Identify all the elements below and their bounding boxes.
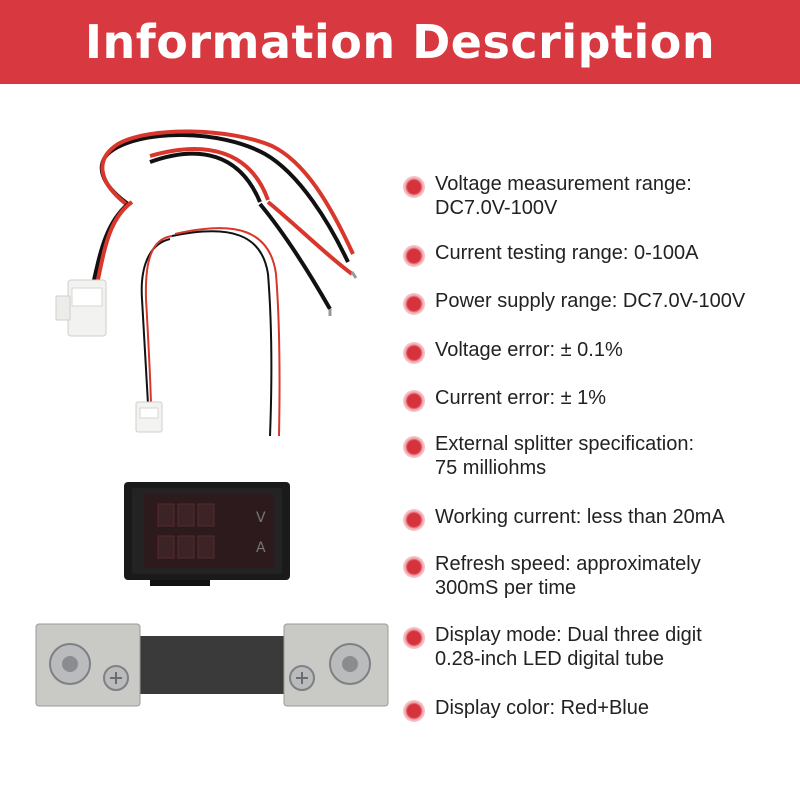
spec-line: 75 milliohms — [435, 457, 547, 479]
product-illustration: V A — [35, 129, 389, 707]
volt-label: V — [256, 510, 266, 526]
spec-text: Display color: Red+Blue — [435, 696, 798, 720]
bullet-icon — [403, 700, 425, 722]
spec-line: Current testing range: 0-100A — [435, 242, 699, 264]
signal-wire-harness-image — [135, 227, 281, 437]
spec-text: Current error: ± 1% — [435, 386, 798, 410]
spec-line: 0.28-inch LED digital tube — [435, 648, 665, 670]
spec-line: Display color: Red+Blue — [435, 697, 649, 719]
bullet-icon — [403, 436, 425, 458]
spec-text: Working current: less than 20mA — [435, 505, 798, 529]
bullet-icon — [403, 390, 425, 412]
spec-text: Power supply range: DC7.0V-100V — [435, 289, 798, 313]
spec-line: Refresh speed: approximately — [435, 553, 701, 575]
spec-line: DC7.0V-100V — [435, 197, 558, 219]
header-banner: Information Description — [0, 0, 800, 84]
bullet-icon — [403, 509, 425, 531]
spec-list: Voltage measurement range:DC7.0V-100V Cur… — [398, 84, 798, 800]
bullet-icon — [403, 293, 425, 315]
product-images: V A — [0, 84, 400, 800]
power-wire-harness-image — [55, 129, 358, 337]
spec-text: Current testing range: 0-100A — [435, 241, 798, 265]
bullet-icon — [403, 627, 425, 649]
spec-text: Voltage error: ± 0.1% — [435, 338, 798, 362]
bullet-icon — [403, 556, 425, 578]
voltmeter-ammeter-display-image: V A — [124, 482, 290, 586]
bullet-icon — [403, 342, 425, 364]
current-shunt-image — [35, 623, 389, 707]
bullet-icon — [403, 245, 425, 267]
spec-line: External splitter specification: — [435, 433, 695, 455]
spec-line: Display mode: Dual three digit — [435, 624, 702, 646]
spec-line: Voltage error: ± 0.1% — [435, 339, 623, 361]
spec-line: 300mS per time — [435, 577, 577, 599]
spec-line: Working current: less than 20mA — [435, 506, 725, 528]
spec-line: Current error: ± 1% — [435, 387, 607, 409]
page-title: Information Description — [84, 15, 716, 69]
spec-text: Voltage measurement range:DC7.0V-100V — [435, 172, 798, 220]
bullet-icon — [403, 176, 425, 198]
spec-text: External splitter specification:75 milli… — [435, 432, 798, 480]
spec-line: Voltage measurement range: — [435, 173, 692, 195]
spec-line: Power supply range: DC7.0V-100V — [435, 290, 746, 312]
amp-label: A — [256, 540, 266, 556]
